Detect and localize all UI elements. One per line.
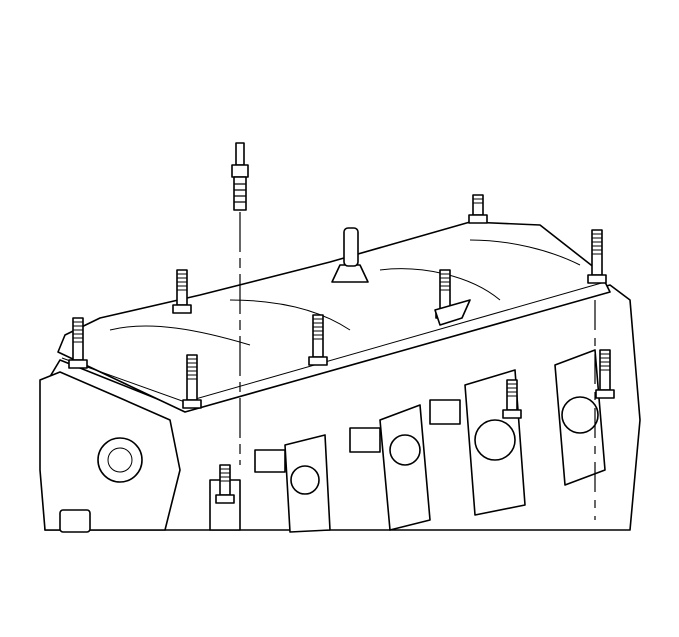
studs [68, 194, 615, 504]
stud [595, 349, 615, 399]
connector [59, 509, 91, 533]
boss [349, 427, 381, 453]
bracket [434, 299, 471, 326]
boss [254, 449, 286, 473]
stud [68, 317, 88, 369]
stud [215, 464, 235, 504]
stud [308, 314, 328, 366]
stud [587, 229, 607, 284]
center-fitting [331, 227, 369, 283]
boss [429, 399, 461, 425]
port-flange [379, 404, 431, 531]
stud [468, 194, 488, 224]
cover-rib [109, 325, 251, 346]
stud [502, 379, 522, 419]
port-flange [554, 349, 606, 486]
stud [172, 269, 192, 314]
cover-rib [229, 299, 351, 331]
cover-rib [469, 239, 581, 266]
stud [182, 354, 202, 409]
end-face-port [97, 437, 143, 483]
port-flange [284, 434, 331, 533]
spark-plug [231, 142, 249, 211]
end-face-port-inner [107, 447, 133, 473]
